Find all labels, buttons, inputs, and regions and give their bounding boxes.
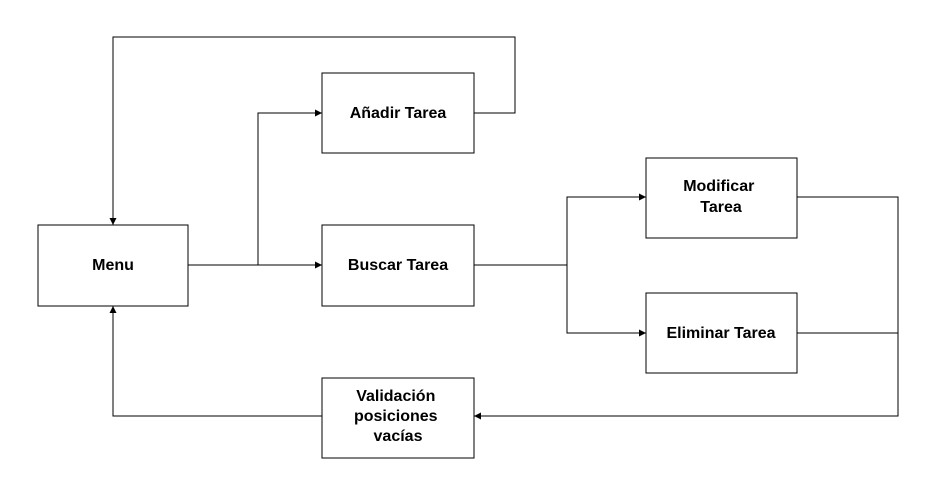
edge-buscar-to-modificar <box>474 193 646 266</box>
edge-modificar-to-validacion <box>474 196 899 420</box>
node-anadir-tarea-label: Añadir Tarea <box>350 105 447 122</box>
node-menu: Menu <box>37 224 189 307</box>
edge-menu-to-anadir <box>188 109 322 266</box>
node-modificar-tarea-label: Modificar Tarea <box>683 178 759 216</box>
node-eliminar-tarea: Eliminar Tarea <box>645 292 798 374</box>
edge-validacion-to-menu <box>109 306 322 417</box>
node-menu-label: Menu <box>92 257 134 274</box>
node-eliminar-tarea-label: Eliminar Tarea <box>666 325 775 342</box>
edge-anadir-to-menu <box>109 36 516 225</box>
node-validacion-label: Validación posiciones vacías <box>354 388 442 445</box>
edge-buscar-to-eliminar <box>566 265 646 337</box>
node-anadir-tarea: Añadir Tarea <box>321 72 475 154</box>
node-buscar-tarea: Buscar Tarea <box>321 224 475 307</box>
node-buscar-tarea-label: Buscar Tarea <box>348 257 448 274</box>
node-validacion-posiciones-vacias: Validación posiciones vacías <box>321 377 475 459</box>
edges <box>109 36 899 420</box>
node-modificar-tarea: Modificar Tarea <box>645 157 798 239</box>
